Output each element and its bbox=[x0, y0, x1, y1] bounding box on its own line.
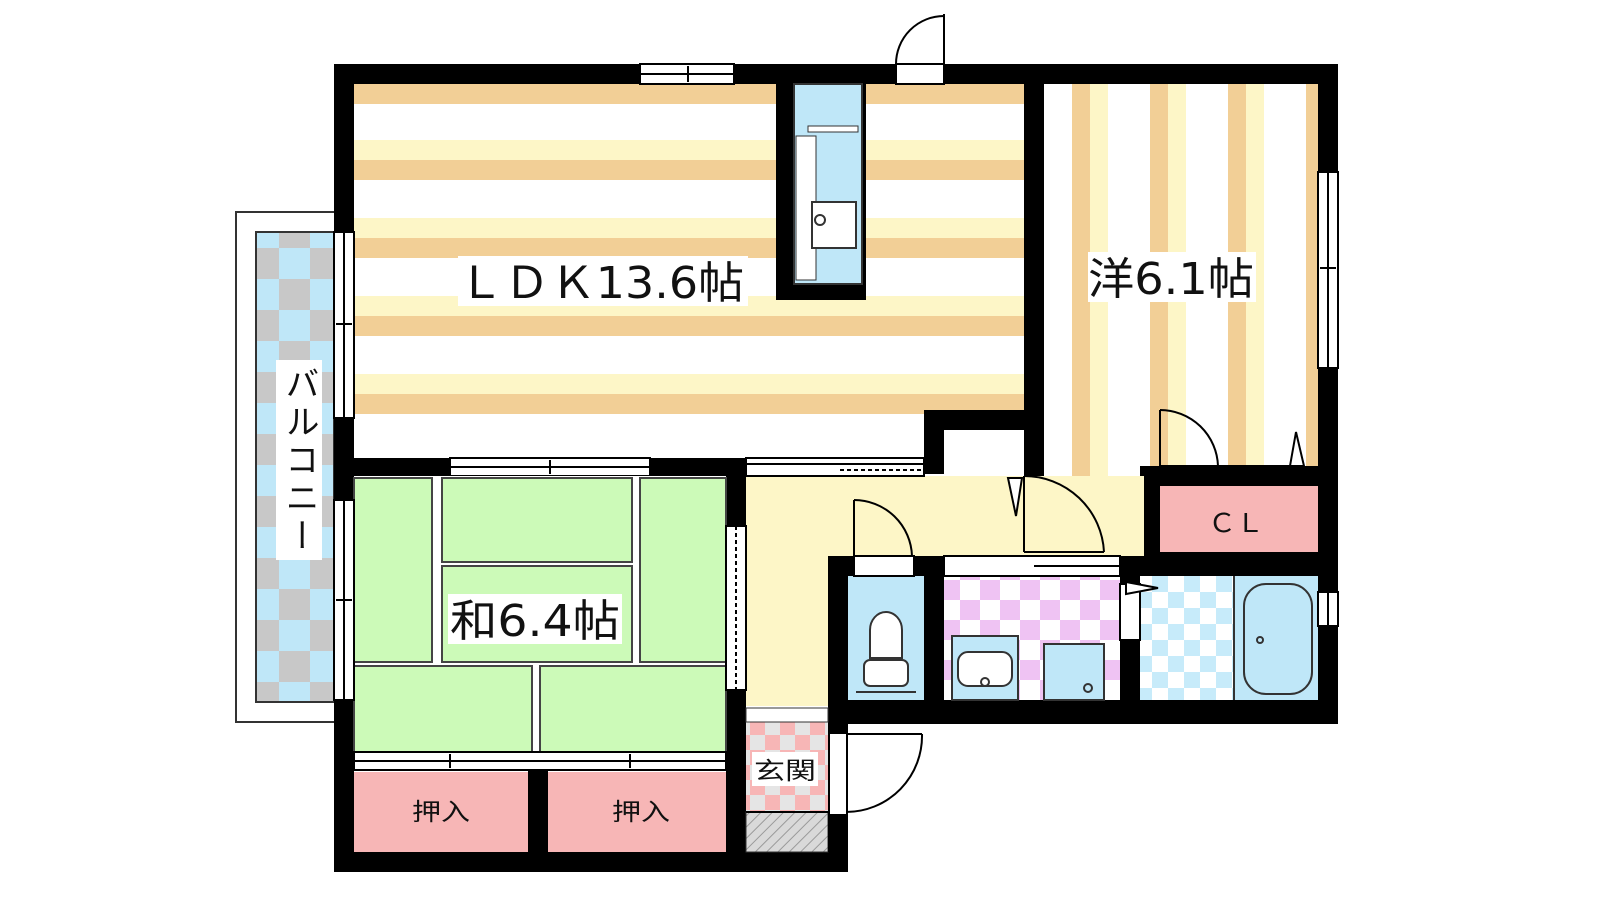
window-ldk-top bbox=[639, 63, 735, 85]
closet-door-icon bbox=[1159, 409, 1306, 467]
entrance-label: 玄関 bbox=[754, 757, 816, 785]
balcony bbox=[235, 211, 343, 723]
storage-left bbox=[354, 772, 528, 852]
window-japanese-left bbox=[333, 499, 355, 701]
hallway-floor-lower bbox=[746, 476, 828, 706]
toilet-room bbox=[848, 499, 924, 700]
sink-icon bbox=[814, 214, 826, 226]
ldk-label: ＬＤＫ13.6帖 bbox=[458, 258, 744, 309]
western-room-label: 洋6.1帖 bbox=[1088, 254, 1254, 305]
door-top-icon bbox=[895, 14, 945, 85]
bathroom bbox=[1119, 576, 1339, 700]
storage-right bbox=[548, 772, 726, 852]
window-western-right bbox=[1317, 171, 1339, 369]
entrance-door-icon bbox=[828, 724, 924, 852]
storage-right-label: 押入 bbox=[612, 798, 670, 826]
sliding-door-storage bbox=[353, 751, 727, 771]
closet-label: ＣＬ bbox=[1208, 509, 1264, 539]
kitchen-counter bbox=[776, 83, 866, 300]
toilet-icon bbox=[869, 611, 903, 659]
window-ldk-left bbox=[333, 231, 355, 419]
interior-walls bbox=[354, 410, 1338, 852]
bathtub-icon bbox=[1243, 583, 1313, 695]
storage-left-label: 押入 bbox=[412, 798, 470, 826]
washbasin-icon bbox=[957, 651, 1013, 687]
sliding-door-japanese-hall bbox=[725, 525, 747, 691]
sliding-door-ldk-japanese bbox=[449, 457, 651, 477]
balcony-label: バルコニー bbox=[279, 366, 319, 556]
japanese-room-label: 和6.4帖 bbox=[450, 596, 620, 647]
washing-machine-icon bbox=[1043, 643, 1105, 701]
washroom bbox=[943, 555, 1121, 701]
door-western-icon bbox=[1006, 474, 1105, 553]
sliding-door-ldk-hall bbox=[745, 457, 925, 477]
closet bbox=[1140, 466, 1338, 558]
